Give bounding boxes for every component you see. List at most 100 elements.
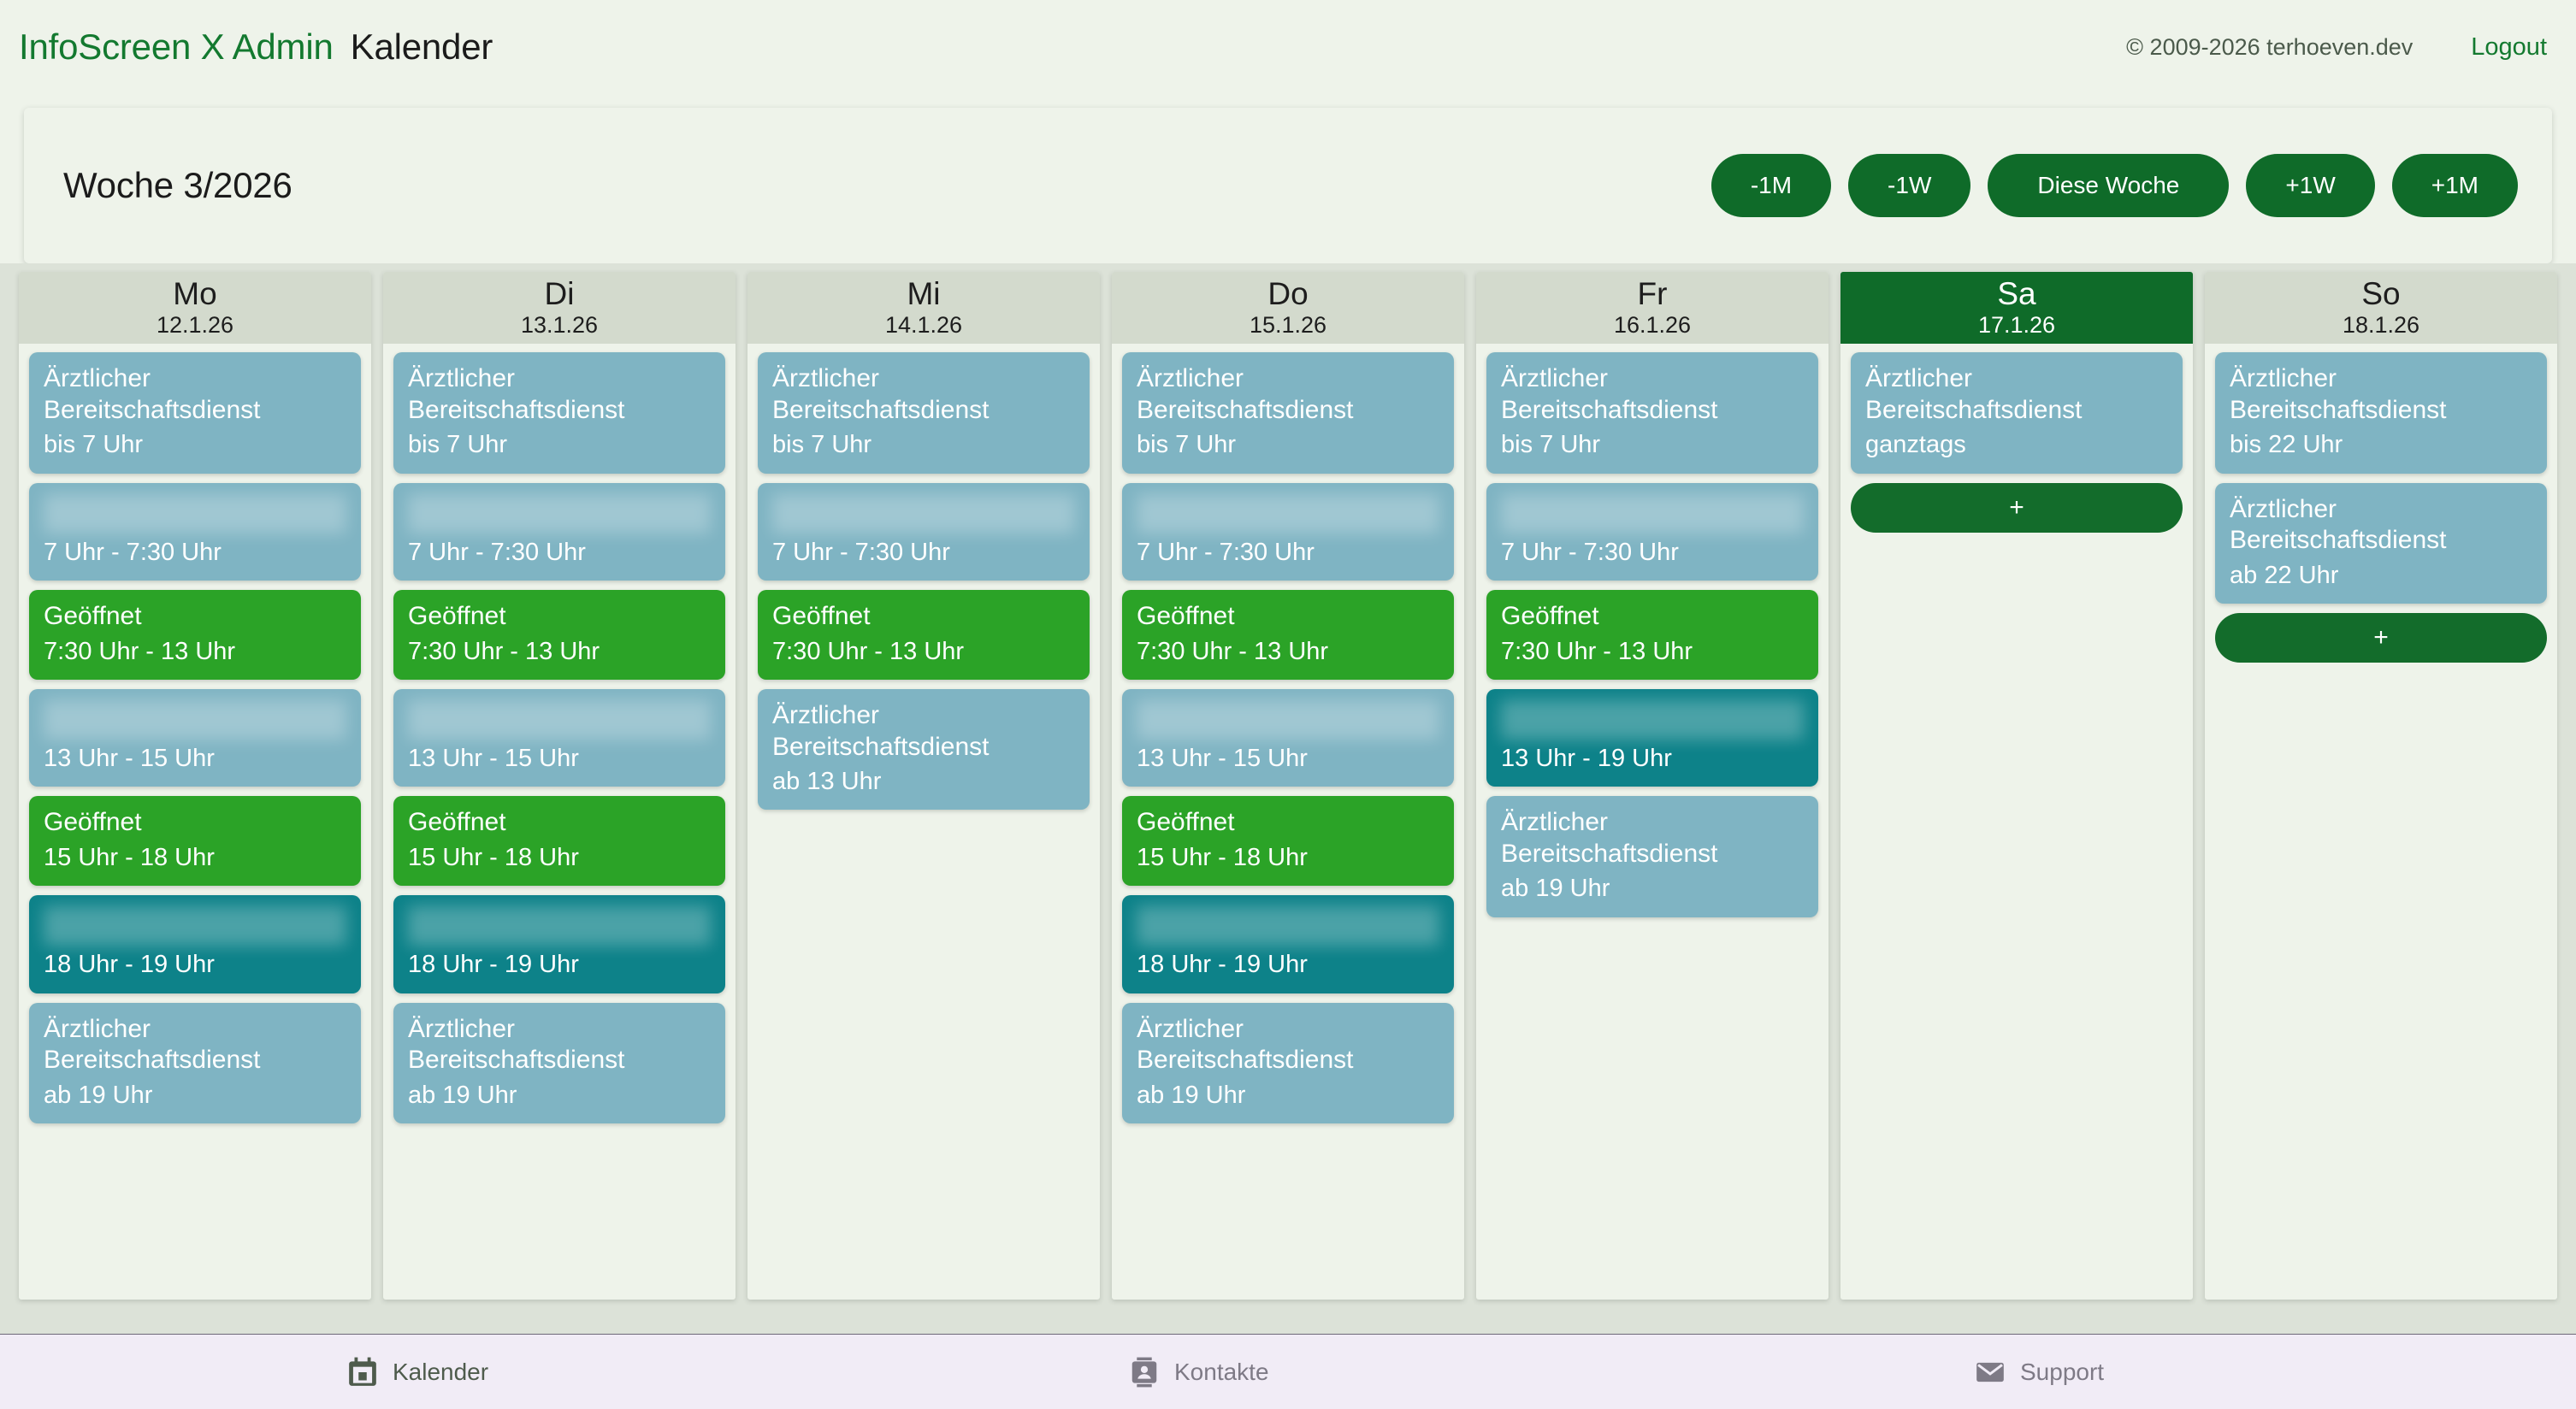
bottom-nav-item-support[interactable]: Support — [1717, 1356, 2576, 1388]
bottom-nav-label: Kontakte — [1174, 1358, 1269, 1385]
event-time: ab 13 Uhr — [772, 768, 882, 796]
calendar-event[interactable]: 18 Uhr - 19 Uhr — [29, 895, 361, 993]
calendar-event[interactable]: Geöffnet 7:30 Uhr - 13 Uhr — [758, 589, 1090, 680]
page-title: Kalender — [350, 27, 493, 67]
calendar-event[interactable]: 7 Uhr - 7:30 Uhr — [393, 482, 725, 581]
event-title-redacted — [408, 906, 711, 946]
calendar-event[interactable]: 13 Uhr - 15 Uhr — [393, 688, 725, 787]
week-nav-button-1w[interactable]: -1W — [1848, 154, 1971, 217]
event-time: 15 Uhr - 18 Uhr — [44, 843, 215, 871]
event-time: 15 Uhr - 18 Uhr — [1137, 843, 1308, 871]
event-time: bis 7 Uhr — [1137, 431, 1237, 459]
bottom-nav-item-inner: Kalender — [346, 1356, 488, 1388]
event-title: Ärztlicher Bereitschaftsdienst — [1501, 808, 1718, 868]
event-title-redacted — [44, 699, 346, 740]
event-time: 7:30 Uhr - 13 Uhr — [44, 637, 236, 665]
day-date: 16.1.26 — [1613, 311, 1692, 338]
day-date: 14.1.26 — [884, 311, 963, 338]
event-time: 7:30 Uhr - 13 Uhr — [772, 637, 965, 665]
event-time: bis 22 Uhr — [2230, 431, 2343, 459]
week-nav-button-1w[interactable]: +1W — [2246, 154, 2375, 217]
calendar-event[interactable]: 13 Uhr - 15 Uhr — [29, 688, 361, 787]
calendar-event[interactable]: 18 Uhr - 19 Uhr — [393, 895, 725, 993]
bottom-nav-item-inner: Support — [1974, 1356, 2104, 1388]
event-title: Ärztlicher Bereitschaftsdienst — [1501, 364, 1718, 424]
event-title-redacted — [44, 493, 346, 534]
day-name: Di — [544, 275, 575, 311]
calendar-icon — [346, 1356, 379, 1388]
event-time: 7 Uhr - 7:30 Uhr — [1137, 538, 1315, 566]
event-title-redacted — [1501, 493, 1804, 534]
brand-area: InfoScreen X Admin Kalender — [19, 27, 493, 68]
week-nav-button-1m[interactable]: +1M — [2391, 154, 2518, 217]
contacts-icon — [1128, 1356, 1161, 1388]
event-time: bis 7 Uhr — [1501, 431, 1601, 459]
calendar-event[interactable]: 18 Uhr - 19 Uhr — [1122, 895, 1454, 993]
event-title: Ärztlicher Bereitschaftsdienst — [1865, 364, 2083, 424]
event-time: 7 Uhr - 7:30 Uhr — [44, 538, 222, 566]
bottom-nav-item-kontakte[interactable]: Kontakte — [859, 1356, 1717, 1388]
week-nav-button-1m[interactable]: -1M — [1710, 154, 1832, 217]
event-time: ab 19 Uhr — [44, 1081, 153, 1109]
logout-link[interactable]: Logout — [2471, 32, 2547, 61]
add-event-button[interactable]: + — [1851, 482, 2183, 533]
calendar-event[interactable]: 7 Uhr - 7:30 Uhr — [1122, 482, 1454, 581]
day-name: So — [2361, 275, 2401, 311]
event-title-redacted — [1137, 699, 1439, 740]
top-header: InfoScreen X Admin Kalender © 2009-2026 … — [0, 0, 2576, 94]
event-time: ganztags — [1865, 431, 1966, 459]
event-time: bis 7 Uhr — [44, 431, 144, 459]
bottom-nav-label: Support — [2020, 1358, 2105, 1385]
calendar-event[interactable]: 13 Uhr - 15 Uhr — [1122, 688, 1454, 787]
event-title: Geöffnet — [408, 808, 506, 837]
bottom-nav-item-kalender[interactable]: Kalender — [0, 1356, 859, 1388]
calendar-event[interactable]: 7 Uhr - 7:30 Uhr — [758, 482, 1090, 581]
calendar-event[interactable]: Ärztlicher Bereitschaftsdienst bis 7 Uhr — [1486, 352, 1818, 474]
calendar-event[interactable]: 7 Uhr - 7:30 Uhr — [1486, 482, 1818, 581]
event-title-redacted — [1501, 699, 1804, 740]
calendar-event[interactable]: 7 Uhr - 7:30 Uhr — [29, 482, 361, 581]
week-nav-button-diese-woche[interactable]: Diese Woche — [1988, 154, 2230, 217]
calendar-event[interactable]: 13 Uhr - 19 Uhr — [1486, 688, 1818, 787]
event-title: Ärztlicher Bereitschaftsdienst — [408, 364, 625, 424]
event-title: Ärztlicher Bereitschaftsdienst — [772, 364, 990, 424]
event-title: Geöffnet — [772, 601, 871, 630]
event-title: Geöffnet — [1501, 601, 1599, 630]
calendar-event[interactable]: Ärztlicher Bereitschaftsdienst ganztags — [1851, 352, 2183, 474]
add-event-button[interactable]: + — [2215, 613, 2547, 663]
day-date: 12.1.26 — [156, 311, 234, 338]
bottom-nav-label: Kalender — [393, 1358, 489, 1385]
event-title: Ärztlicher Bereitschaftsdienst — [772, 700, 990, 761]
calendar-event[interactable]: Ärztlicher Bereitschaftsdienst ab 13 Uhr — [758, 688, 1090, 811]
